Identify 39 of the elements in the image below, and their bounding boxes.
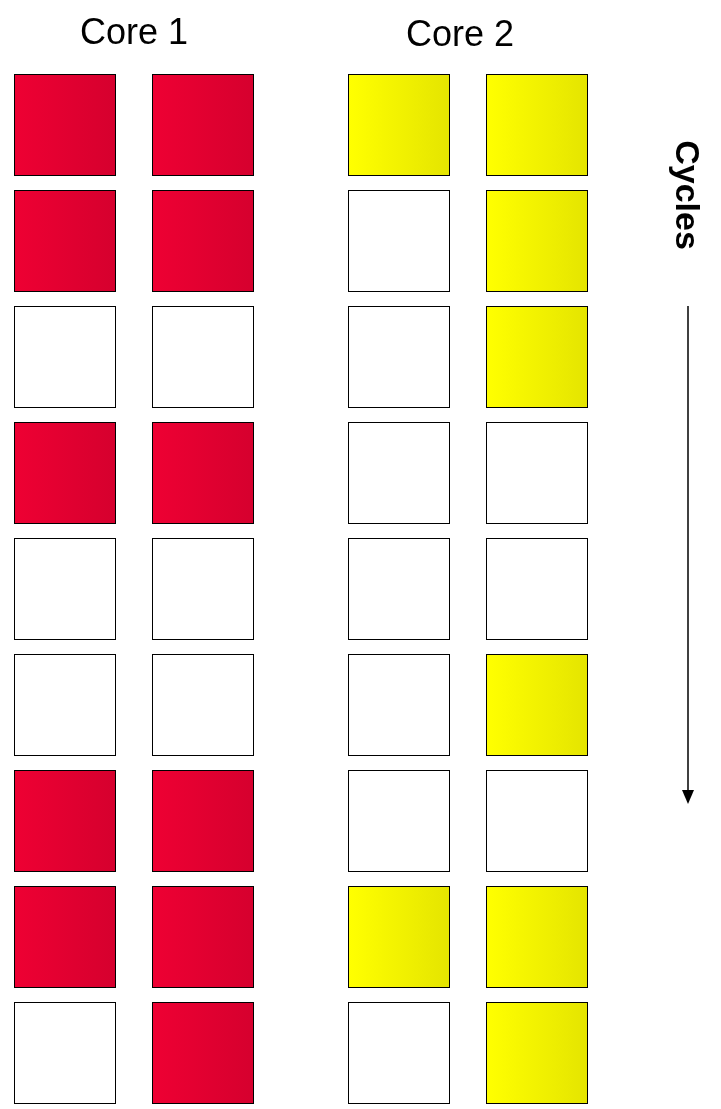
cycle-square xyxy=(486,886,588,988)
cycle-square xyxy=(14,770,116,872)
column-heading: Core 1 xyxy=(80,14,189,50)
cycle-square xyxy=(486,770,588,872)
cycle-square xyxy=(486,74,588,176)
cycle-square xyxy=(14,306,116,408)
cycle-square xyxy=(348,1002,450,1104)
column-heading: Core 2 xyxy=(406,16,515,52)
cycle-square xyxy=(348,74,450,176)
cycle-square xyxy=(152,654,254,756)
cycle-square xyxy=(348,190,450,292)
cycle-square xyxy=(348,654,450,756)
cycle-square xyxy=(14,190,116,292)
cycle-square xyxy=(348,306,450,408)
cycle-square xyxy=(486,654,588,756)
cycle-square xyxy=(14,538,116,640)
axis-label: Cycles xyxy=(670,140,705,250)
cycle-square xyxy=(486,1002,588,1104)
cycle-square xyxy=(14,654,116,756)
cycle-square xyxy=(152,1002,254,1104)
cycle-square xyxy=(152,770,254,872)
cycle-square xyxy=(14,1002,116,1104)
cycle-square xyxy=(152,74,254,176)
cycle-square xyxy=(348,422,450,524)
cycle-square xyxy=(14,74,116,176)
cycle-square xyxy=(348,886,450,988)
cycle-square xyxy=(348,770,450,872)
cycle-square xyxy=(152,190,254,292)
cycle-square xyxy=(486,190,588,292)
cycle-square xyxy=(348,538,450,640)
cycle-square xyxy=(14,886,116,988)
cycle-square xyxy=(152,422,254,524)
cycle-square xyxy=(14,422,116,524)
cycle-square xyxy=(152,886,254,988)
cycle-square xyxy=(152,538,254,640)
cycle-square xyxy=(486,306,588,408)
cycle-square xyxy=(486,422,588,524)
cycle-square xyxy=(152,306,254,408)
cycle-square xyxy=(486,538,588,640)
